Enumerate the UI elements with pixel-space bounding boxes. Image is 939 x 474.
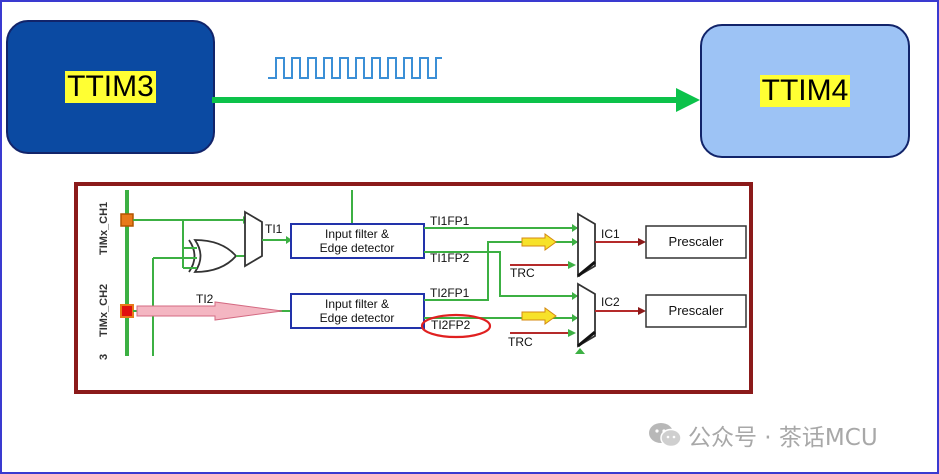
pin-marker-ch2 (120, 304, 134, 318)
signal-arrow-head (676, 88, 700, 112)
watermark: 公众号 · 茶话MCU (648, 420, 878, 451)
timer-diagram-border (74, 182, 753, 394)
ic1-mux-select (577, 260, 596, 278)
pin-label-ch2: TIMx_CH2 (98, 284, 110, 337)
ti2-highlight-arrow (136, 301, 283, 321)
prescaler-1 (645, 225, 747, 259)
ic2-wire-head (638, 307, 646, 315)
input-filter-1-line1: Input filter & (325, 227, 389, 241)
ic2-mux-select (577, 330, 596, 348)
ti1-mux (244, 210, 263, 268)
ic2-mux (577, 282, 596, 348)
ttim4-label: TTIM4 (759, 74, 851, 107)
ti1fp2-wire-head (572, 292, 578, 300)
trc2-label: TRC (508, 335, 533, 349)
pin-marker-ch1 (120, 213, 134, 227)
ti2fp2-wire-head (572, 314, 578, 322)
ti1fp1-wire-head (572, 224, 578, 232)
ti1fp1-label: TI1FP1 (430, 214, 470, 228)
ti1fp2-wire (424, 251, 577, 297)
ti2fp1-wire-head (572, 238, 578, 246)
ti2-label: TI2 (196, 292, 214, 306)
pin-label-3: 3 (98, 354, 110, 360)
pin-label-ch1: TIMx_CH1 (98, 202, 110, 255)
ttim3-block: TTIM3 (6, 20, 215, 154)
ic1-mux (577, 212, 596, 278)
wechat-icon (649, 423, 682, 448)
input-filter-2 (290, 293, 425, 329)
yellow-arrow-1 (521, 233, 557, 251)
ttim3-label: TTIM3 (65, 70, 156, 103)
ti2fp2-highlight-circle (420, 313, 492, 339)
yellow-arrow-2 (521, 307, 557, 325)
ti1fp2-label: TI1FP2 (430, 251, 470, 265)
watermark-text: 公众号 · 茶话MCU (688, 425, 878, 451)
prescaler-1-label: Prescaler (669, 234, 725, 249)
ti2fp1-label: TI2FP1 (430, 286, 470, 300)
prescaler-2-label: Prescaler (669, 303, 725, 318)
xor-gate-back (188, 239, 196, 273)
ic1-label: IC1 (601, 227, 620, 241)
ic2-label: IC2 (601, 295, 620, 309)
ic1-wire-head (638, 238, 646, 246)
ti1-label: TI1 (265, 222, 283, 236)
trc1-wire-head (568, 261, 576, 269)
mux-select-head (575, 348, 585, 354)
input-filter-1 (290, 223, 425, 259)
ti2fp2-label: TI2FP2 (431, 318, 471, 332)
input-filter-2-line1: Input filter & (325, 297, 389, 311)
pulse-train-icon (268, 57, 442, 79)
ttim4-block: TTIM4 (700, 24, 910, 158)
trc1-label: TRC (510, 266, 535, 280)
xor-gate (193, 239, 238, 273)
input-filter-2-line2: Edge detector (320, 311, 395, 325)
trc2-wire-head (568, 329, 576, 337)
input-filter-1-line2: Edge detector (320, 241, 395, 255)
prescaler-2 (645, 294, 747, 328)
ti1-wire-head (286, 236, 292, 244)
